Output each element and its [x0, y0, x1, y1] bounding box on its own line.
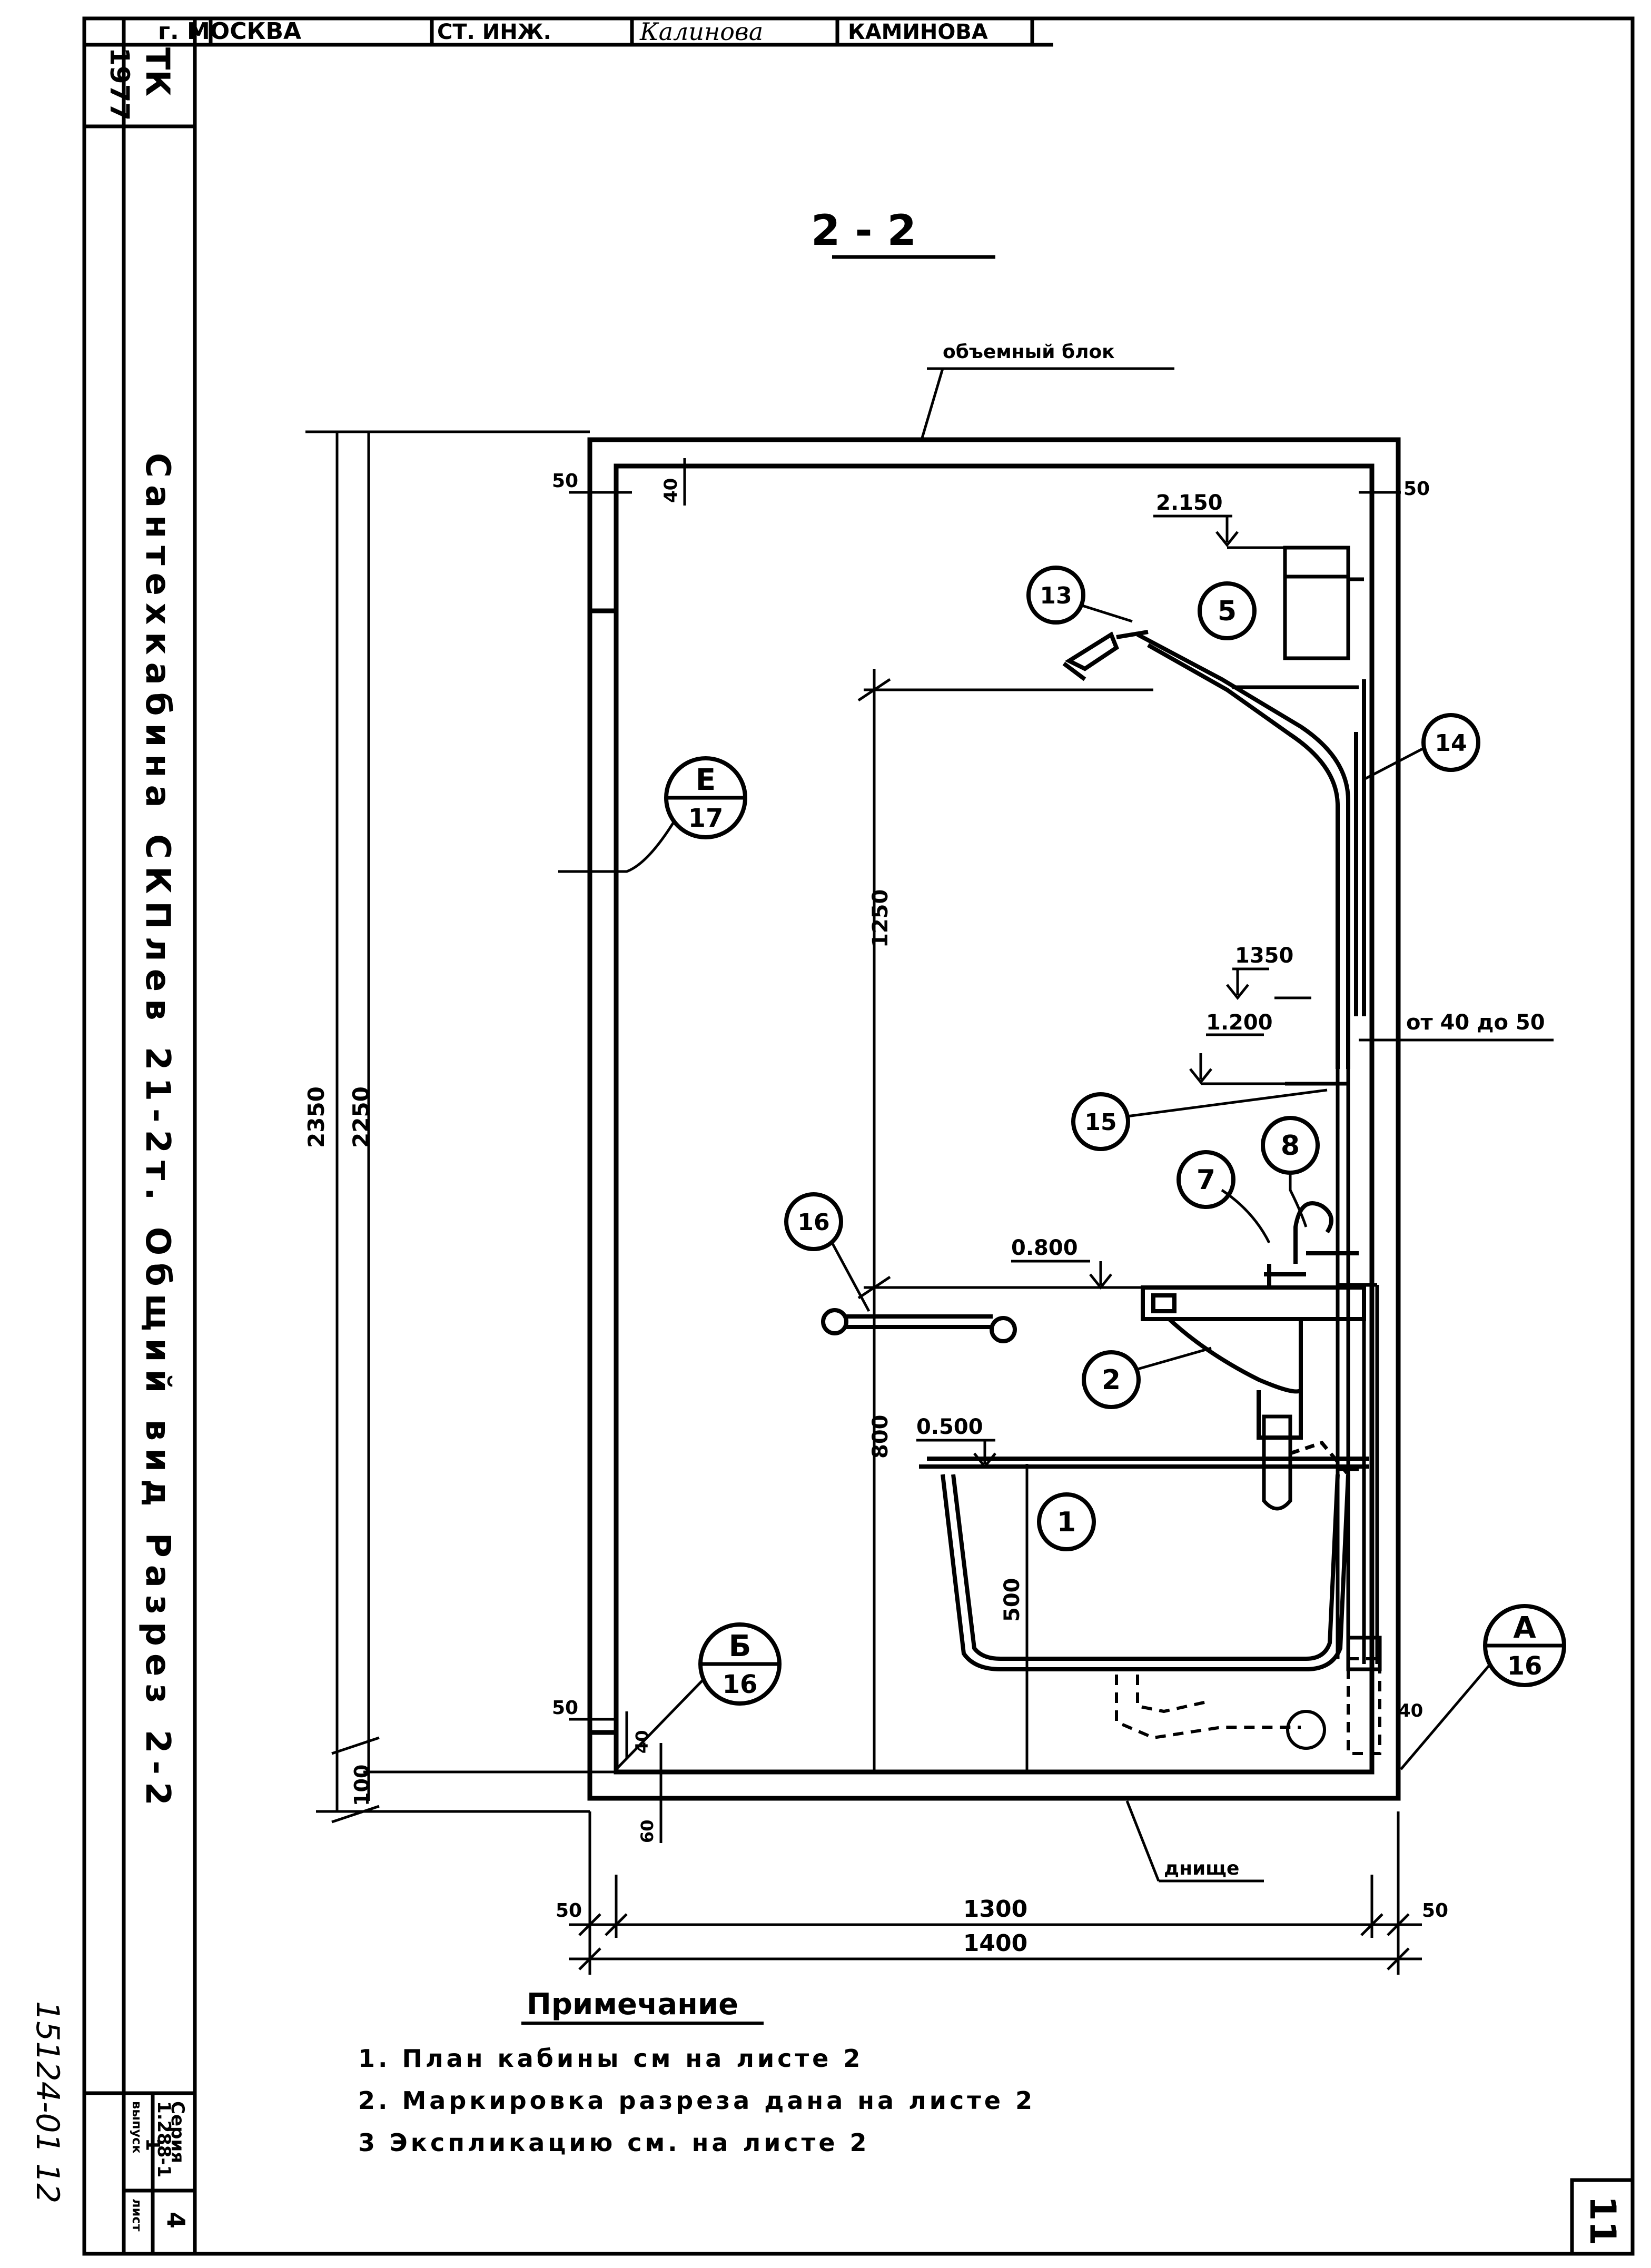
dim-w-outer: 1400: [963, 1930, 1027, 1957]
section-mark-e: [558, 756, 747, 873]
bath-drain: [1115, 1657, 1381, 1755]
callout-16: 16: [797, 1209, 829, 1236]
section-mark-a-sheet: 16: [1507, 1651, 1543, 1681]
level-1350: 1350: [1235, 944, 1293, 968]
level-0500: 0.500: [916, 1415, 983, 1439]
dim-w-inner: 1300: [963, 1896, 1027, 1923]
callout-14: 14: [1435, 730, 1467, 757]
dim-h-100: 100: [350, 1765, 373, 1806]
dim-bottom-60: 60: [637, 1819, 657, 1843]
callout-leaders: [831, 604, 1426, 1371]
strip-org: ТК: [139, 47, 177, 96]
callout-7: 7: [1197, 1164, 1215, 1196]
note-item-1: 1. План кабины см на листе 2: [358, 2044, 863, 2073]
section-mark-b: [615, 1622, 782, 1770]
mixer-pipes: [1285, 1069, 1379, 1664]
level-marks: [916, 514, 1311, 1469]
section-title: 2 - 2: [811, 206, 916, 255]
callout-circles: [784, 566, 1480, 1551]
page-number: 11: [1581, 2196, 1623, 2246]
strip-series-value: 1.288-1: [153, 2101, 174, 2177]
title-city: г. МОСКВА: [158, 18, 301, 45]
section-mark-a-letter: А: [1513, 1611, 1536, 1645]
title-signature: Калинова: [639, 17, 763, 46]
strip-issue-value: 1: [142, 2138, 163, 2151]
label-base: днище: [1164, 1858, 1239, 1879]
note-item-3: 3 Экспликацию см. на листе 2: [358, 2128, 870, 2157]
section-mark-b-sheet: 16: [723, 1670, 758, 1699]
strip-year: 1977: [104, 47, 135, 121]
dim-h-500: 500: [1000, 1578, 1024, 1622]
sheet-frame: [82, 16, 1635, 2256]
level-1200: 1.200: [1206, 1011, 1273, 1035]
dim-h-800: 800: [868, 1415, 893, 1459]
strip-sheet-label: лист: [130, 2198, 144, 2232]
callout-13: 13: [1040, 582, 1072, 609]
notes-heading: Примечание: [527, 1987, 738, 2022]
section-mark-a: [1400, 1604, 1566, 1770]
shower-assembly: [1062, 630, 1366, 1069]
dim-h-inner: 2250: [348, 1086, 374, 1148]
bottom-dimensions: [569, 1811, 1422, 1975]
strip-issue-label: выпуск: [130, 2101, 144, 2154]
strip-series-label: Серия: [167, 2101, 188, 2163]
drawing-number: 15124-01 12: [29, 2001, 66, 2203]
grab-bar: [821, 1308, 1017, 1343]
section-mark-e-sheet: 17: [688, 804, 724, 833]
title-role: СТ. ИНЖ.: [437, 20, 551, 44]
dim-right-40: 40: [1398, 1700, 1423, 1721]
left-dimensions: [305, 430, 616, 1824]
dim-wall-gap: от 40 до 50: [1406, 1011, 1545, 1035]
dim-top-right-50: 50: [1403, 478, 1430, 500]
note-item-2: 2. Маркировка разреза дана на листе 2: [358, 2086, 1035, 2115]
callout-1: 1: [1057, 1507, 1076, 1538]
callout-15: 15: [1084, 1109, 1116, 1136]
inner-dimensions: [857, 669, 1211, 1772]
dim-top-40: 40: [660, 478, 681, 503]
dim-h-shower: 1250: [868, 889, 893, 948]
label-block: объемный блок: [943, 341, 1115, 363]
dim-bottom-left-50: 50: [552, 1697, 578, 1719]
strip-sheet-value: 4: [162, 2212, 190, 2229]
dim-h-total: 2350: [303, 1086, 329, 1148]
level-0800: 0.800: [1011, 1236, 1078, 1260]
dim-top-left-50: 50: [552, 470, 578, 492]
callout-5: 5: [1218, 596, 1237, 627]
dim-right-50: 50: [1422, 1900, 1448, 1922]
water-heater: [1232, 546, 1364, 689]
dim-left-50: 50: [556, 1900, 582, 1922]
strip-sheet-title: Сантехкабина СКПлев 21-2т. Общий вид Раз…: [138, 453, 177, 1813]
cabin-walls: [587, 437, 1401, 1801]
callout-8: 8: [1281, 1130, 1300, 1162]
section-mark-b-letter: Б: [729, 1629, 752, 1663]
bathtub: [919, 1457, 1369, 1671]
overflow-pipe: [1338, 1467, 1382, 1671]
level-2150: 2.150: [1156, 491, 1223, 515]
title-name: КАМИНОВА: [848, 20, 988, 44]
washbasin: [1141, 1201, 1366, 1440]
callout-2: 2: [1102, 1364, 1121, 1396]
bath-drain-fitting: [1286, 1710, 1326, 1750]
section-mark-e-letter: Е: [696, 763, 716, 797]
